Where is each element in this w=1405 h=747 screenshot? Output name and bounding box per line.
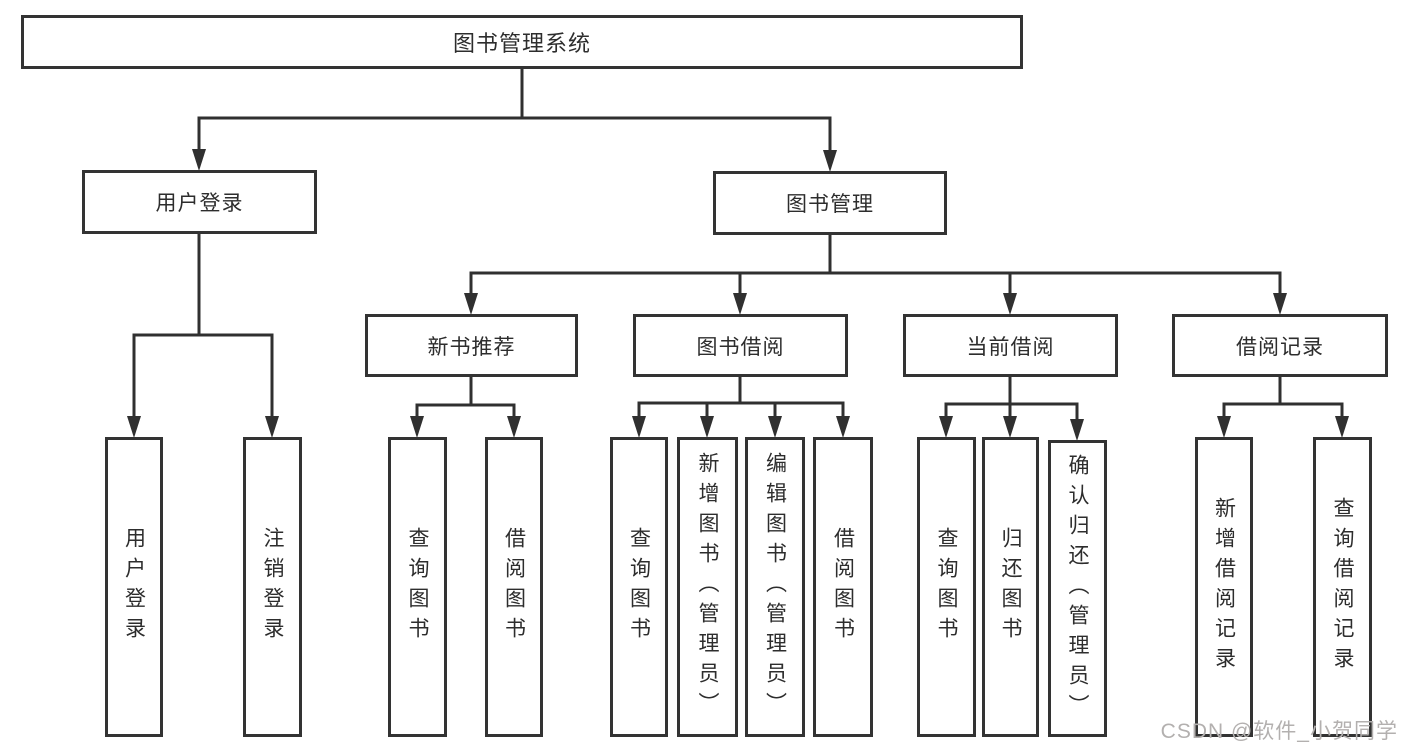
leaf-logout-label: 注销登录 bbox=[261, 527, 284, 647]
node-root-label: 图书管理系统 bbox=[452, 31, 591, 56]
node-borrow-records-label: 借阅记录 bbox=[1236, 335, 1324, 359]
leaf-user-login: 用户登录 bbox=[105, 437, 163, 737]
leaf-add-borrow-record: 新增借阅记录 bbox=[1195, 437, 1253, 737]
leaf-confirm-return-admin: 确认归还（管理员） bbox=[1048, 440, 1107, 737]
leaf-add-borrow-record-label: 新增借阅记录 bbox=[1212, 497, 1236, 677]
leaf-confirm-return-admin-label: 确认归还（管理员） bbox=[1066, 453, 1089, 724]
node-new-book-recommend: 新书推荐 bbox=[365, 314, 578, 377]
leaf-query-borrow-record: 查询借阅记录 bbox=[1313, 437, 1372, 737]
leaf-query-books-current-label: 查询图书 bbox=[935, 527, 958, 647]
node-new-book-recommend-label: 新书推荐 bbox=[427, 335, 516, 359]
leaf-query-borrow-record-label: 查询借阅记录 bbox=[1331, 497, 1354, 677]
leaf-borrow-books-label: 借阅图书 bbox=[831, 527, 855, 647]
csdn-watermark: CSDN @软件_小贺同学 bbox=[1160, 720, 1398, 743]
node-borrow-records: 借阅记录 bbox=[1172, 314, 1388, 377]
arrow-heads bbox=[127, 149, 1349, 441]
node-user-login-label: 用户登录 bbox=[155, 192, 244, 215]
leaf-borrow-books-recommend-label: 借阅图书 bbox=[502, 527, 526, 647]
leaf-query-books-recommend-label: 查询图书 bbox=[406, 527, 429, 647]
leaf-logout: 注销登录 bbox=[243, 437, 302, 737]
leaf-query-books-recommend: 查询图书 bbox=[388, 437, 447, 737]
leaf-add-books-admin: 新增图书（管理员） bbox=[677, 437, 738, 737]
leaf-return-books-label: 归还图书 bbox=[999, 527, 1022, 647]
node-current-borrowing: 当前借阅 bbox=[903, 314, 1118, 377]
leaf-borrow-books-recommend: 借阅图书 bbox=[485, 437, 543, 737]
leaf-edit-books-admin-label: 编辑图书（管理员） bbox=[763, 452, 787, 722]
leaf-query-books-current: 查询图书 bbox=[917, 437, 976, 737]
node-root-system: 图书管理系统 bbox=[21, 15, 1023, 69]
leaf-query-books-borrowing-label: 查询图书 bbox=[627, 527, 651, 647]
leaf-edit-books-admin: 编辑图书（管理员） bbox=[745, 437, 805, 737]
node-book-management: 图书管理 bbox=[713, 171, 947, 235]
node-current-borrowing-label: 当前借阅 bbox=[966, 335, 1055, 359]
leaf-query-books-borrowing: 查询图书 bbox=[610, 437, 668, 737]
node-user-login: 用户登录 bbox=[82, 170, 317, 234]
leaf-borrow-books: 借阅图书 bbox=[813, 437, 873, 737]
leaf-return-books: 归还图书 bbox=[982, 437, 1039, 737]
node-book-borrowing: 图书借阅 bbox=[633, 314, 848, 377]
leaf-user-login-label: 用户登录 bbox=[122, 527, 146, 647]
node-book-management-label: 图书管理 bbox=[786, 193, 874, 216]
node-book-borrowing-label: 图书借阅 bbox=[696, 335, 785, 359]
leaf-add-books-admin-label: 新增图书（管理员） bbox=[696, 452, 719, 722]
